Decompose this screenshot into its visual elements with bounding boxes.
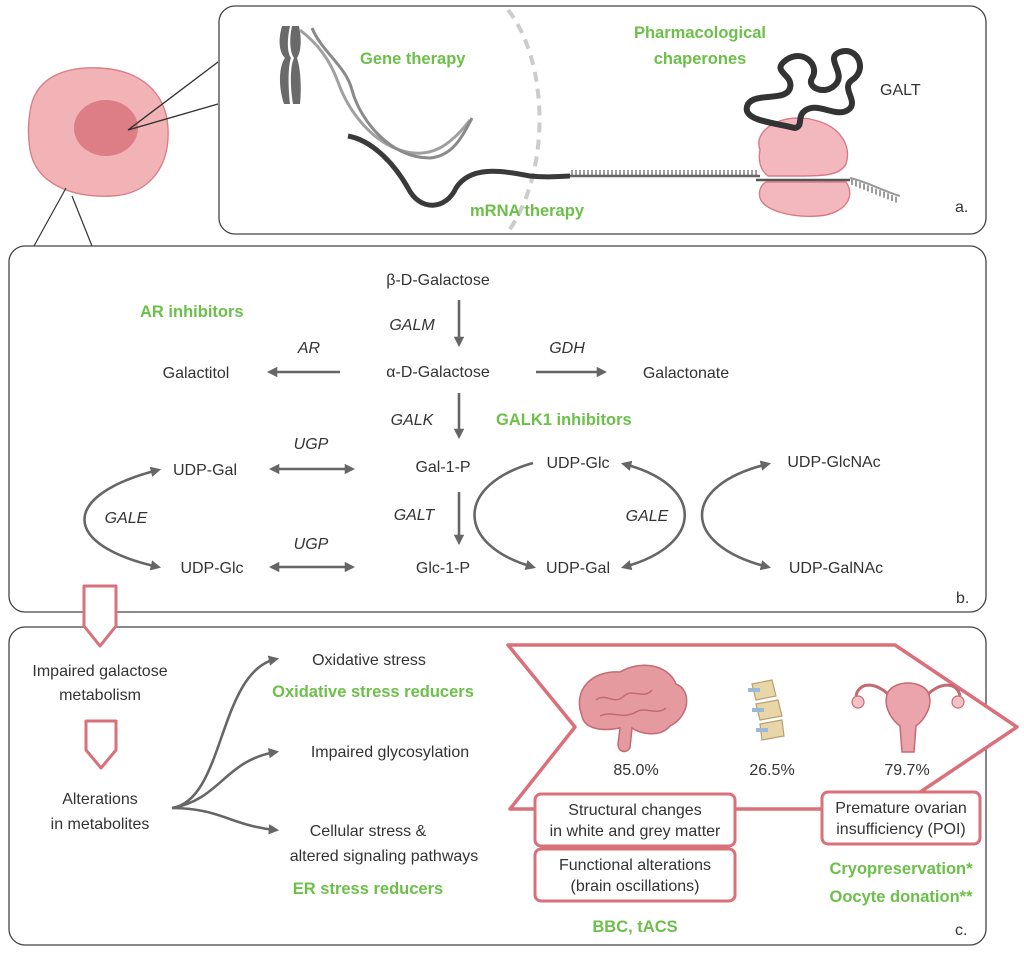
enzyme-galm-label: GALM bbox=[389, 317, 435, 334]
arrow-gale-right bbox=[700, 460, 772, 571]
arrow-gale-left bbox=[83, 466, 162, 571]
cellular-stress-line2: altered signaling pathways bbox=[290, 848, 479, 865]
galt-protein-label: GALT bbox=[880, 82, 921, 99]
chaperones-label-line2: chaperones bbox=[654, 50, 747, 68]
galactitol-label: Galactitol bbox=[163, 365, 230, 382]
glc1p-label: Glc-1-P bbox=[416, 560, 470, 577]
cryopreservation-label: Cryopreservation* bbox=[829, 860, 973, 878]
zoom-line-b bbox=[33, 187, 93, 247]
enzyme-gale-mid-label: GALE bbox=[626, 508, 669, 525]
galk1-inhibitors-label: GALK1 inhibitors bbox=[496, 411, 632, 429]
impaired-metabolism-line1: Impaired galactose bbox=[32, 663, 167, 680]
ar-inhibitors-label: AR inhibitors bbox=[140, 303, 244, 321]
arrow-gale-mid bbox=[620, 460, 687, 571]
alterations-line2: in metabolites bbox=[51, 816, 150, 833]
panel-b-tag: b. bbox=[956, 590, 969, 607]
oocyte-donation-label: Oocyte donation** bbox=[829, 888, 973, 906]
bbc-tacs-label: BBC, tACS bbox=[592, 918, 677, 936]
arrow-glc1p-to-udpglc bbox=[473, 461, 537, 571]
arrow-to-oxidative bbox=[171, 655, 280, 810]
enzyme-ugp-top-label: UGP bbox=[294, 436, 329, 453]
enzyme-gdh-label: GDH bbox=[549, 340, 585, 357]
udp-gal-mid-label: UDP-Gal bbox=[546, 560, 610, 577]
impaired-glycosylation-label: Impaired glycosylation bbox=[311, 744, 469, 761]
impaired-metabolism-line2: metabolism bbox=[59, 687, 141, 704]
uterus-icon bbox=[851, 682, 965, 753]
brain-icon bbox=[578, 664, 688, 753]
structural-line2: in white and grey matter bbox=[550, 823, 721, 840]
oxidative-stress-label: Oxidative stress bbox=[312, 652, 426, 669]
alpha-galactose-label: α-D-Galactose bbox=[386, 364, 490, 381]
dna-helix-icon bbox=[299, 27, 474, 160]
functional-box bbox=[533, 847, 737, 903]
udp-gal-left-label: UDP-Gal bbox=[173, 462, 237, 479]
panel-c-tag: c. bbox=[955, 922, 967, 939]
chromosome-icon bbox=[279, 26, 301, 104]
mrna-therapy-label: mRNA therapy bbox=[470, 202, 585, 220]
zoom-line-a bbox=[127, 61, 219, 131]
enzyme-ar-label: AR bbox=[297, 340, 321, 357]
protein-icon bbox=[743, 48, 863, 131]
poi-line1: Premature ovarian bbox=[835, 800, 967, 817]
panel-a-tag: a. bbox=[955, 199, 968, 216]
alterations-line1: Alterations bbox=[62, 791, 138, 808]
poi-box bbox=[820, 790, 982, 846]
panel-a bbox=[218, 5, 987, 235]
enzyme-galk-label: GALK bbox=[391, 412, 435, 429]
divider-dashed bbox=[506, 8, 542, 234]
enzyme-galt-label: GALT bbox=[394, 507, 436, 524]
functional-line1: Functional alterations bbox=[559, 857, 711, 874]
oxidative-reducers-label: Oxidative stress reducers bbox=[272, 683, 474, 701]
arrow-to-glycosylation bbox=[171, 747, 280, 810]
gene-therapy-label: Gene therapy bbox=[360, 50, 466, 68]
enzyme-gale-left-label: GALE bbox=[105, 510, 148, 527]
beta-galactose-label: β-D-Galactose bbox=[386, 272, 490, 289]
structural-box bbox=[533, 792, 737, 848]
udp-glcnac-label: UDP-GlcNAc bbox=[787, 454, 880, 471]
enzyme-ugp-bottom-label: UGP bbox=[294, 536, 329, 553]
udp-glc-mid-label: UDP-Glc bbox=[546, 455, 609, 472]
gal1p-label: Gal-1-P bbox=[415, 459, 470, 476]
mrna-strand-icon bbox=[347, 133, 901, 208]
brain-percentage: 85.0% bbox=[613, 762, 658, 779]
chevron-down-icon-2 bbox=[84, 719, 118, 770]
structural-line1: Structural changes bbox=[568, 802, 701, 819]
cellular-stress-line1: Cellular stress & bbox=[310, 823, 427, 840]
panel-b bbox=[8, 245, 987, 613]
chaperones-label-line1: Pharmacological bbox=[634, 24, 766, 42]
ribosome-icon bbox=[756, 117, 851, 218]
ovary-percentage: 79.7% bbox=[884, 762, 929, 779]
udp-galnac-label: UDP-GalNAc bbox=[789, 560, 883, 577]
udp-glc-left-label: UDP-Glc bbox=[180, 560, 243, 577]
galactonate-label: Galactonate bbox=[643, 365, 729, 382]
nucleus-icon bbox=[74, 100, 138, 156]
cell-icon bbox=[27, 67, 169, 197]
chevron-down-icon bbox=[82, 584, 118, 648]
functional-line2: (brain oscillations) bbox=[571, 878, 700, 895]
spine-percentage: 26.5% bbox=[749, 762, 794, 779]
er-reducers-label: ER stress reducers bbox=[293, 880, 443, 898]
spine-icon bbox=[748, 679, 785, 741]
poi-line2: insufficiency (POI) bbox=[836, 821, 966, 838]
arrow-to-cellular-stress bbox=[171, 806, 280, 835]
